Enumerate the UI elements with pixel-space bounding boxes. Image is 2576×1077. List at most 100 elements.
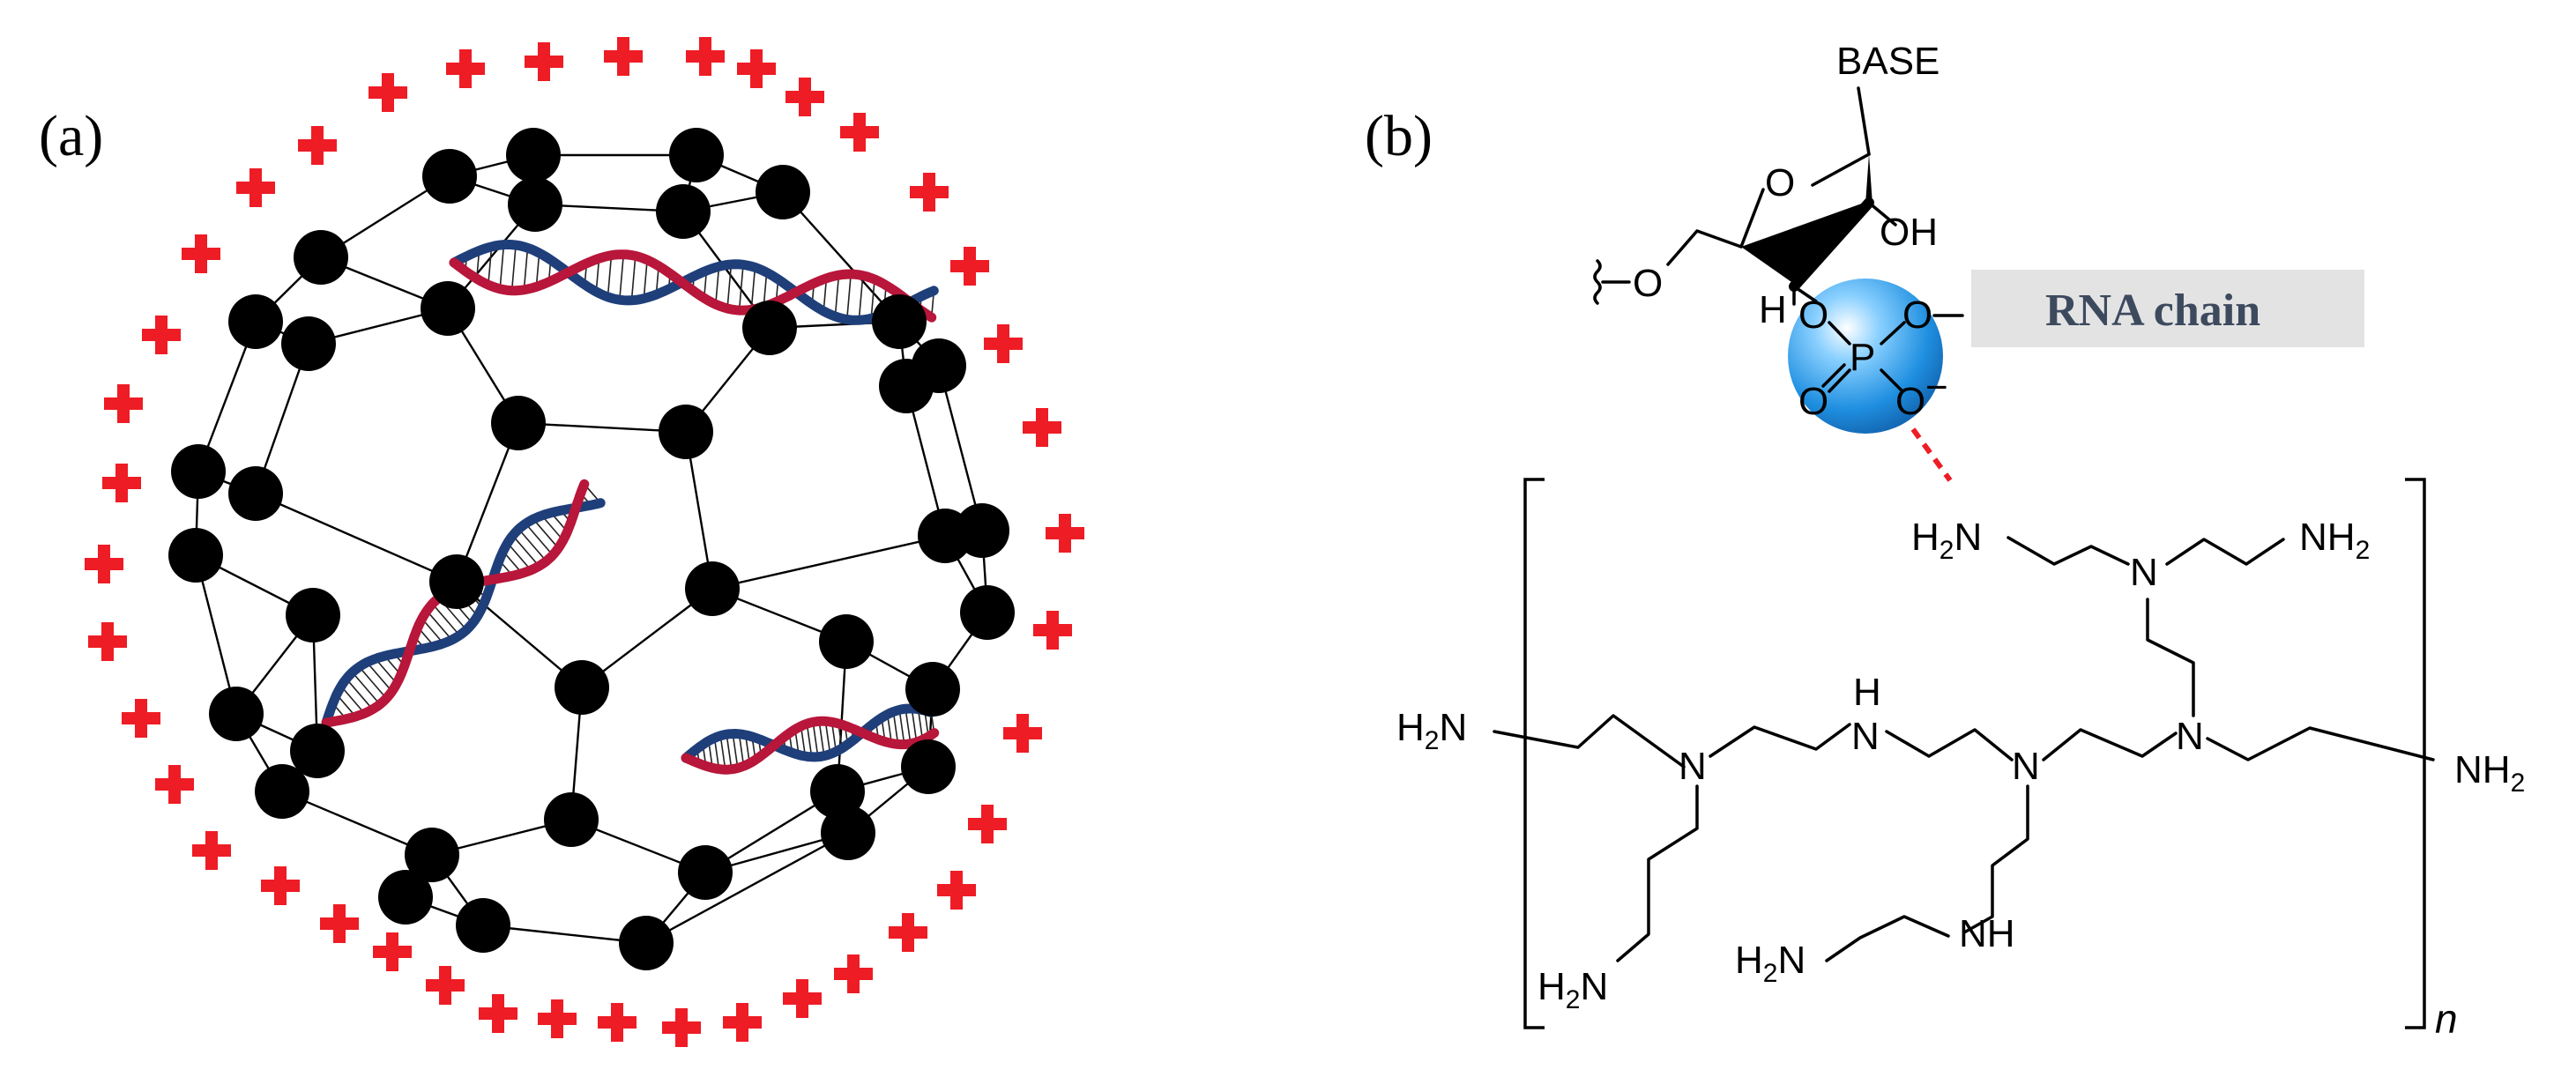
dna-rung — [517, 528, 547, 562]
cage-atom — [960, 585, 1015, 640]
cage-atom — [810, 764, 865, 819]
cage-atom — [659, 405, 713, 459]
plus-charge-icon — [479, 994, 517, 1033]
plus-charge-icon — [373, 932, 412, 971]
plus-charge-icon — [604, 37, 643, 76]
plus-charge-icon — [88, 622, 127, 661]
dna-rung — [714, 266, 720, 305]
backbone-bond-4 — [2042, 728, 2178, 761]
anion-charge: − — [1925, 366, 1948, 409]
cage-atom — [555, 660, 609, 715]
plus-charge-icon — [785, 78, 824, 116]
base-bond — [1857, 86, 1871, 156]
plus-charge-icon — [122, 699, 160, 738]
branch-bond-n2b — [1825, 915, 1950, 962]
dna-rung — [366, 662, 393, 692]
backbone-bond-2 — [1709, 723, 1851, 758]
cage-atom — [228, 294, 283, 349]
cage-atom — [429, 554, 484, 609]
ionic-interaction-line — [1910, 427, 1953, 482]
cage-atom — [422, 149, 477, 204]
dna-rung — [607, 255, 613, 297]
cage-bond — [711, 534, 946, 590]
plus-charge-icon — [182, 234, 220, 273]
ring-wedge-back — [1741, 201, 1869, 284]
dna-rung — [911, 708, 918, 743]
cage-atom — [281, 316, 336, 371]
dna-rung — [541, 515, 564, 541]
dna-rung — [726, 734, 733, 769]
dna-double-helix-icon — [449, 239, 939, 325]
fullerene-cage-icon — [168, 128, 1015, 970]
dna-rung — [812, 722, 819, 757]
bottom-amine: H2N — [1735, 939, 1805, 988]
dna-rung — [892, 711, 899, 745]
tertiary-n-1: N — [1679, 745, 1707, 788]
plus-charge-icon — [261, 866, 300, 905]
dna-rung — [713, 738, 720, 769]
ring-bond-c1-o — [1811, 152, 1871, 187]
left-bracket — [1523, 478, 1545, 1029]
branch-bond-n1 — [1616, 784, 1699, 962]
panel-b-label: (b) — [1365, 104, 1433, 168]
cage-atom — [506, 128, 561, 182]
plus-charge-icon — [1023, 408, 1061, 447]
cage-atom — [290, 724, 345, 778]
dna-rung — [738, 733, 745, 767]
dna-rung — [834, 275, 840, 317]
c3-o-bond — [1792, 285, 1818, 303]
cage-atom — [378, 870, 433, 925]
nucleotide-structure: BASE O OH O H O O P O — [1593, 40, 2364, 482]
tertiary-n-2: N — [2012, 745, 2040, 788]
dna-rung — [375, 657, 398, 685]
oh-bond — [1867, 201, 1897, 227]
plus-charge-icon — [1003, 714, 1042, 753]
dna-rung — [898, 709, 905, 745]
plus-charge-icon — [889, 913, 927, 952]
ring-wedge-c2 — [1865, 154, 1872, 204]
dna-rung — [858, 275, 864, 321]
ring-bond-o-c4 — [1739, 188, 1765, 249]
dna-double-helix-icon — [681, 703, 940, 775]
cage-atom — [421, 281, 475, 336]
cage-bond — [482, 924, 647, 945]
dna-rung — [917, 709, 924, 740]
positive-charge-ring — [85, 37, 1084, 1047]
phosphorus-label: P — [1850, 336, 1875, 379]
plus-charge-icon — [937, 871, 976, 910]
cage-atom — [405, 828, 459, 882]
branch-top-left — [2006, 536, 2130, 566]
top-amine-left: H2N — [1911, 516, 1982, 565]
dna-rung — [340, 686, 366, 714]
cage-atom — [508, 177, 562, 232]
dna-rung — [806, 724, 813, 757]
p-o-left-bond — [1828, 321, 1851, 345]
phosphate-o-left: O — [1798, 293, 1828, 337]
plus-charge-icon — [1033, 611, 1072, 650]
dna-rung — [750, 267, 756, 310]
cage-atom — [619, 916, 674, 970]
cage-atom — [821, 806, 875, 860]
cage-atom — [209, 687, 264, 741]
hydroxyl-label: OH — [1880, 211, 1938, 254]
imine-n: N — [1851, 715, 1880, 758]
wavy-bond-icon — [1593, 259, 1602, 305]
branch-bond-n2 — [1962, 784, 2029, 934]
dna-rung — [346, 678, 374, 710]
dna-rung — [523, 248, 529, 290]
dna-rung — [595, 258, 600, 293]
dna-strand-blue — [321, 498, 606, 728]
cage-bond — [255, 492, 458, 583]
nh-label: NH — [1959, 912, 2015, 955]
right-bracket — [2405, 478, 2426, 1029]
bottom-left-amine: H2N — [1537, 965, 1608, 1014]
plus-charge-icon — [85, 545, 123, 583]
phosphate-o-right: O — [1902, 293, 1932, 337]
dna-rung — [421, 618, 444, 644]
dna-rung — [643, 259, 648, 299]
plus-charge-icon — [968, 805, 1007, 843]
plus-charge-icon — [1046, 514, 1084, 553]
cage-bond — [517, 421, 687, 434]
